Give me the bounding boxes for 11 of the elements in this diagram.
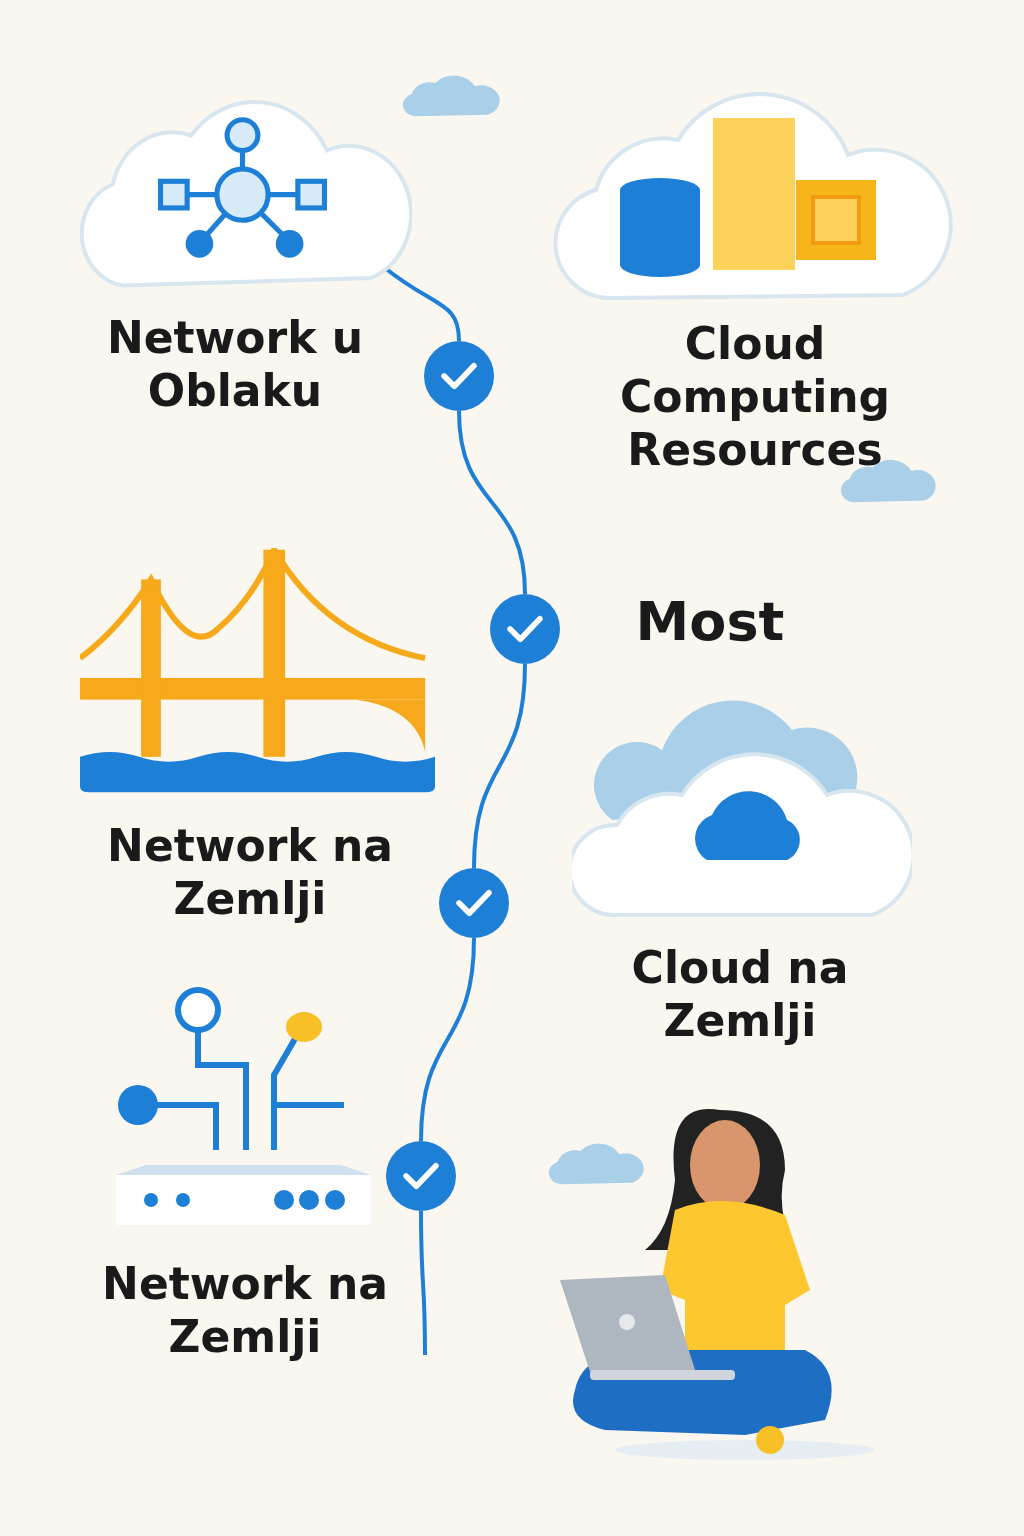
caption-label: Cloud Computing Resources [618, 318, 892, 477]
caption-label: Network na Zemlji [101, 1258, 389, 1364]
caption-label: Network na Zemlji [106, 820, 394, 926]
timeline-line [419, 937, 476, 1142]
timeline-line [383, 266, 461, 342]
caption-label: Network u Oblaku [105, 312, 365, 418]
timeline-line [419, 1211, 427, 1355]
timeline-line [472, 663, 527, 869]
caption-label: Cloud na Zemlji [630, 942, 850, 1048]
timeline-line [457, 410, 527, 595]
heading-label: Most [634, 590, 786, 655]
